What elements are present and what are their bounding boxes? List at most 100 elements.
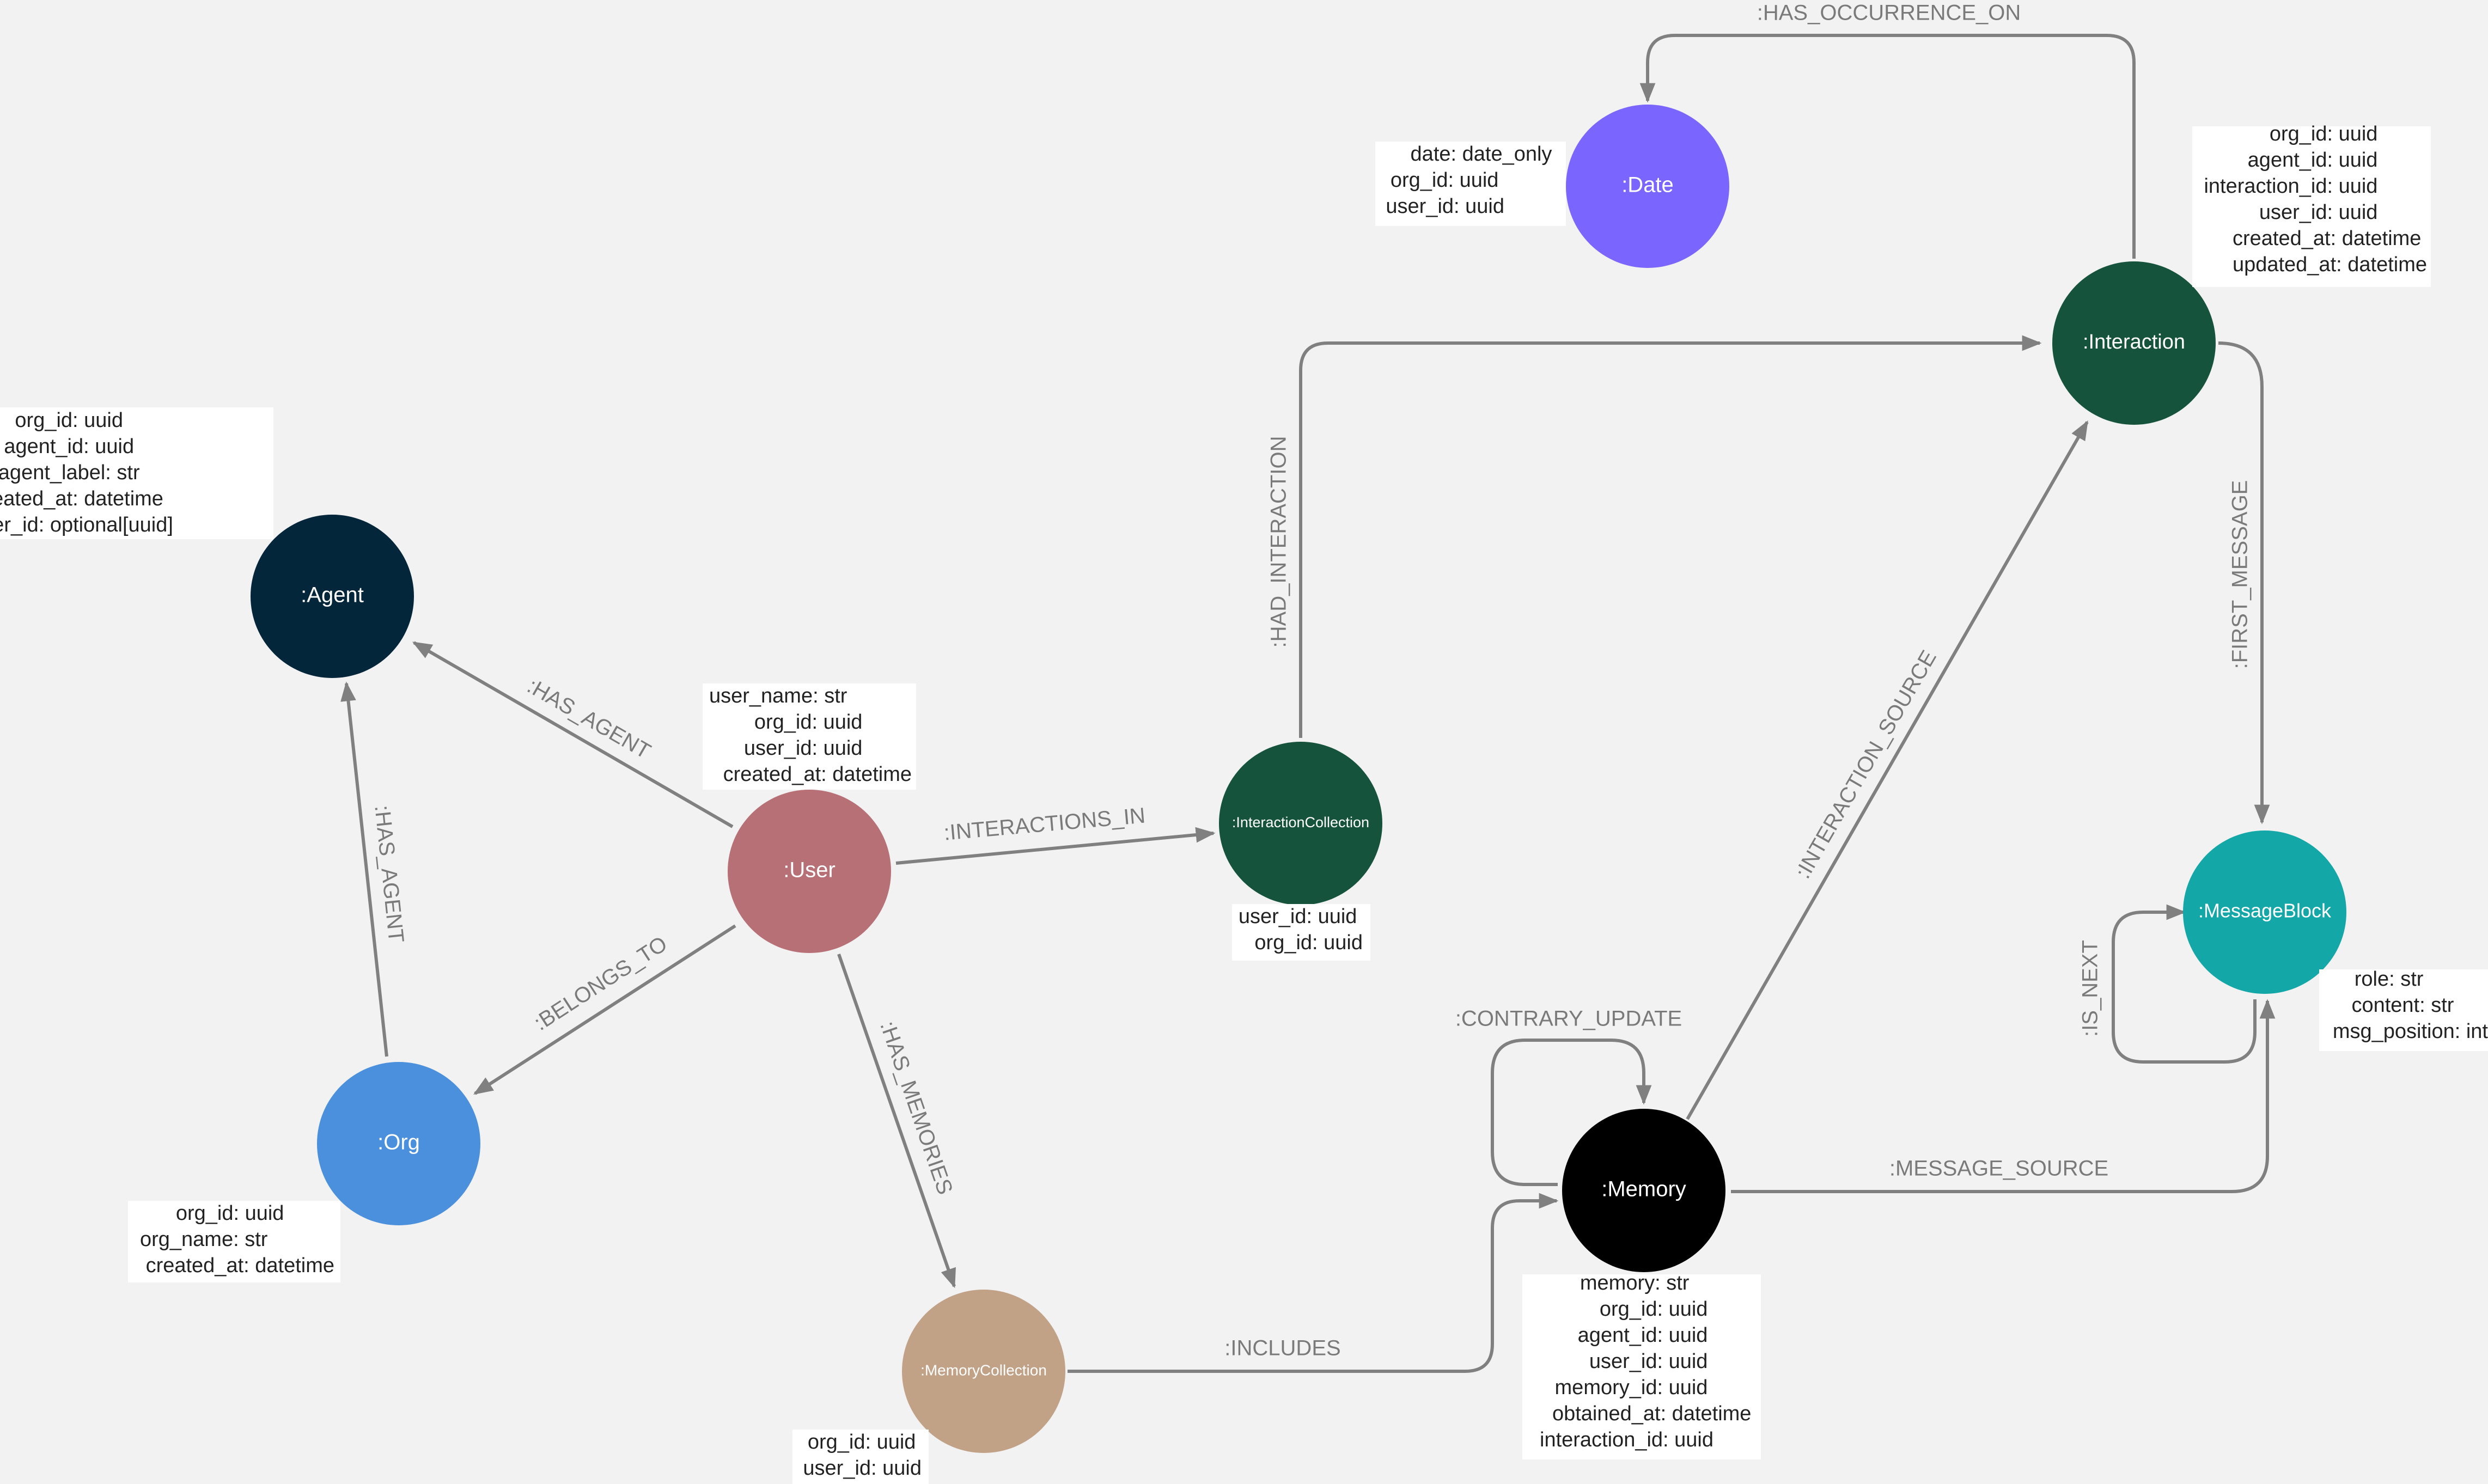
node-org-circle[interactable] (317, 1062, 480, 1225)
props-message-block-line: content: str (2351, 994, 2454, 1017)
edge-has-occurrence-on[interactable]: :HAS_OCCURRENCE_ON (1639, 1, 2136, 259)
props-interaction-collection-text: user_id: uuid org_id: uuid (1239, 905, 1363, 954)
node-interaction[interactable]: :Interaction (2052, 261, 2216, 425)
node-date-label: :Date (1621, 173, 1674, 197)
props-interaction-text: org_id: uuid agent_id: uuid interaction_… (2204, 123, 2427, 276)
props-memory-line: user_id: uuid (1589, 1350, 1708, 1373)
props-memory-line: agent_id: uuid (1578, 1324, 1708, 1347)
edge-message-source-label: :MESSAGE_SOURCE (1889, 1157, 2108, 1181)
node-message-block-label: :MessageBlock (2198, 900, 2332, 922)
props-user-line: org_id: uuid (754, 711, 863, 734)
props-memory-text: memory: str org_id: uuid agent_id: uuid … (1540, 1272, 1757, 1451)
props-memory-line: org_id: uuid (1600, 1298, 1708, 1321)
props-user-line: user_name: str (709, 685, 847, 707)
props-agent-line: user_id: optional[uuid] (0, 514, 173, 536)
props-user: user_name: str org_id: uuid user_id: uui… (703, 683, 916, 790)
props-interaction-line: agent_id: uuid (2248, 149, 2378, 172)
props-memory-collection-line: user_id: uuid (803, 1457, 922, 1480)
edge-includes-label: :INCLUDES (1224, 1336, 1340, 1360)
props-memory-collection-box (792, 1430, 929, 1484)
edge-org-has-agent-line[interactable] (340, 681, 388, 1057)
node-agent-label: :Agent (301, 583, 364, 607)
node-interaction-circle[interactable] (2052, 261, 2216, 425)
props-user-line: created_at: datetime (723, 763, 912, 786)
edge-first-message[interactable]: :FIRST_MESSAGE (2218, 341, 2270, 825)
props-interaction-collection-line: user_id: uuid (1239, 905, 1357, 928)
node-date[interactable]: :Date (1566, 105, 1729, 268)
edge-interaction-source-line[interactable] (1686, 420, 2089, 1120)
edge-has-occurrence-on-label: :HAS_OCCURRENCE_ON (1757, 1, 2021, 25)
props-message-block-box (2319, 969, 2488, 1051)
edge-had-interaction[interactable]: :HAD_INTERACTION (1267, 335, 2042, 738)
props-agent-text: org_id: uuid agent_id: uuid agent_label:… (0, 409, 173, 536)
props-agent-line: created_at: datetime (0, 487, 163, 510)
edge-contrary-update-line[interactable] (1491, 1039, 1652, 1186)
node-agent[interactable]: :Agent (251, 515, 414, 678)
node-interaction-label: :Interaction (2083, 331, 2185, 353)
edge-message-source[interactable]: :MESSAGE_SOURCE (1731, 999, 2276, 1193)
node-date-circle[interactable] (1566, 105, 1729, 268)
props-interaction-box (2192, 126, 2431, 287)
node-interaction-collection[interactable]: :InteractionCollection (1219, 742, 1382, 905)
nodes: :Agent :Org :User :MemoryCollection :Int… (251, 105, 2346, 1453)
props-date: date: date_only org_id: uuid user_id: uu… (1375, 142, 1566, 226)
props-agent-line: agent_label: str (0, 461, 140, 484)
edge-is-next-label: :IS_NEXT (2078, 940, 2102, 1037)
props-memory-collection-text: org_id: uuid user_id: uuid (803, 1431, 922, 1480)
node-memory[interactable]: :Memory (1562, 1109, 1725, 1272)
props-org-line: created_at: datetime (146, 1254, 334, 1277)
props-org-line: org_id: uuid (176, 1202, 284, 1225)
node-user-circle[interactable] (728, 790, 891, 953)
props-interaction-collection: user_id: uuid org_id: uuid (1232, 904, 1370, 961)
edge-is-next[interactable]: :IS_NEXT (2078, 904, 2257, 1064)
edge-contrary-update-label: :CONTRARY_UPDATE (1455, 1007, 1682, 1031)
props-message-block-line: msg_position: int (2333, 1020, 2488, 1043)
props-interaction-collection-box (1232, 904, 1370, 961)
node-user-label: :User (783, 858, 836, 882)
props-interaction-line: org_id: uuid (2270, 123, 2378, 145)
edge-has-occurrence-on-line[interactable] (1639, 34, 2136, 259)
props-message-block-text: role: str content: str msg_position: int (2333, 968, 2488, 1043)
edge-had-interaction-label: :HAD_INTERACTION (1267, 436, 1291, 648)
edge-belongs-to-line[interactable] (473, 924, 736, 1095)
edge-is-next-line[interactable] (2112, 904, 2257, 1064)
props-memory-line: memory: str (1580, 1272, 1690, 1294)
node-interaction-collection-label: :InteractionCollection (1232, 814, 1369, 830)
edge-includes[interactable]: :INCLUDES (1068, 1193, 1559, 1373)
edge-first-message-line[interactable] (2218, 341, 2270, 825)
props-memory-collection: org_id: uuid user_id: uuid (792, 1430, 929, 1484)
node-memory-circle[interactable] (1562, 1109, 1725, 1272)
node-message-block-circle[interactable] (2183, 830, 2346, 994)
edge-message-source-line[interactable] (1731, 999, 2276, 1193)
node-message-block[interactable]: :MessageBlock (2183, 830, 2346, 994)
edge-first-message-label: :FIRST_MESSAGE (2228, 480, 2252, 669)
edge-user-has-agent-line[interactable] (412, 641, 734, 828)
props-memory-box (1522, 1274, 1761, 1459)
node-org-label: :Org (377, 1131, 420, 1155)
props-user-box (703, 683, 916, 790)
node-memory-collection[interactable]: :MemoryCollection (902, 1290, 1065, 1453)
node-user[interactable]: :User (728, 790, 891, 953)
props-agent-line: agent_id: uuid (4, 435, 134, 458)
edge-had-interaction-line[interactable] (1299, 335, 2042, 738)
node-memory-collection-label: :MemoryCollection (920, 1361, 1047, 1378)
props-agent-box (0, 407, 273, 539)
props-interaction-line: updated_at: datetime (2233, 253, 2427, 276)
props-date-text: date: date_only org_id: uuid user_id: uu… (1386, 143, 1558, 218)
props-interaction-collection-line: org_id: uuid (1254, 931, 1363, 954)
props-memory-line: memory_id: uuid (1555, 1376, 1708, 1399)
edge-has-memories-line[interactable] (837, 954, 956, 1288)
node-agent-circle[interactable] (251, 515, 414, 678)
props-interaction-line: user_id: uuid (2259, 201, 2378, 224)
edge-contrary-update[interactable]: :CONTRARY_UPDATE (1455, 1007, 1682, 1186)
props-date-line: user_id: uuid (1386, 195, 1504, 218)
node-interaction-collection-circle[interactable] (1219, 742, 1382, 905)
node-memory-collection-circle[interactable] (902, 1290, 1065, 1453)
edge-interactions-in-line[interactable] (895, 827, 1216, 865)
edge-includes-line[interactable] (1068, 1193, 1559, 1373)
props-user-text: user_name: str org_id: uuid user_id: uui… (709, 685, 912, 786)
props-org-box (128, 1201, 340, 1283)
node-org[interactable]: :Org (317, 1062, 480, 1225)
props-message-block: role: str content: str msg_position: int (2319, 968, 2488, 1051)
